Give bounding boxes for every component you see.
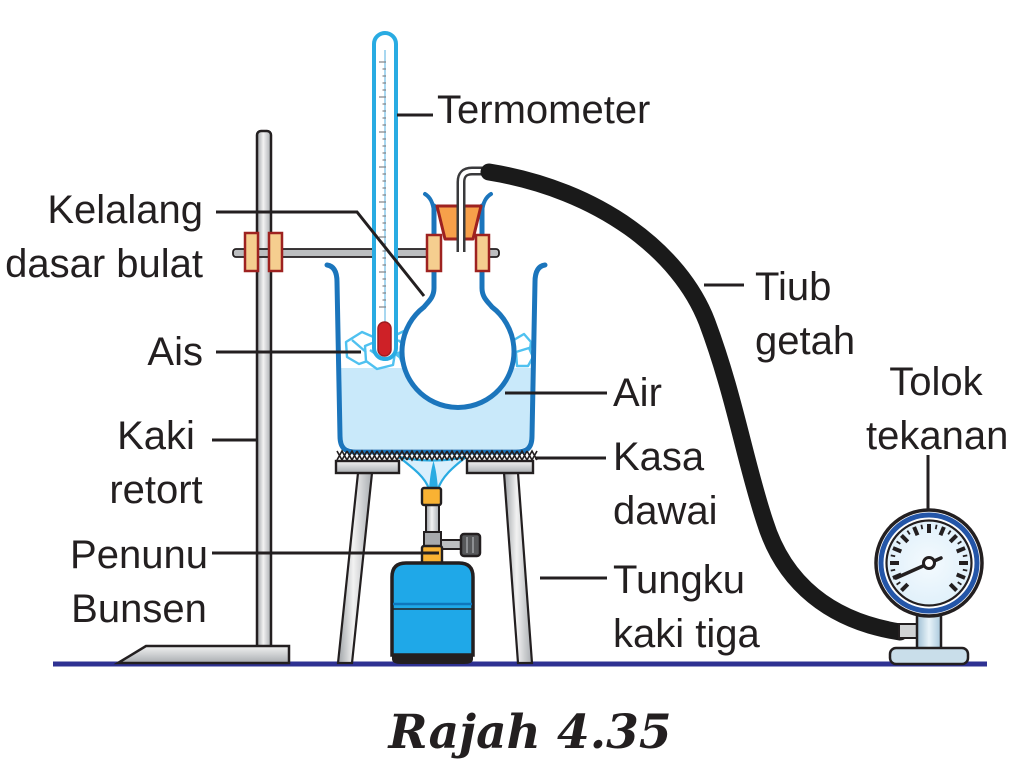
gauge-ticks — [890, 524, 968, 592]
wire-gauze — [336, 449, 538, 462]
round-bottom-flask — [399, 203, 517, 410]
label-air: Air — [613, 371, 662, 415]
beaker-assembly — [324, 192, 548, 455]
figure-caption: Rajah 4.35 — [388, 705, 672, 760]
burner-nozzle — [420, 486, 443, 507]
pressure-gauge — [874, 508, 984, 666]
label-ais: Ais — [147, 330, 203, 374]
clamp-jaw-right — [474, 233, 491, 273]
label-tolok-tekanan: Tolok tekanan — [866, 360, 1009, 458]
rubber-tube — [480, 163, 909, 641]
thermometer — [372, 31, 398, 361]
clamp-jaw-left — [425, 233, 443, 273]
valve-knob — [459, 532, 482, 558]
leader-lines — [212, 113, 930, 580]
bunsen-burner — [390, 486, 482, 664]
flask-neck-fittings — [425, 166, 491, 273]
burner-barrel — [425, 503, 440, 534]
bunsen-flame — [398, 455, 467, 491]
label-termometer: Termometer — [437, 88, 651, 132]
clamp-boss-right — [267, 231, 284, 273]
clamp-boss-left — [243, 231, 260, 273]
leader-kelalang — [216, 210, 426, 297]
thermometer-bulb — [377, 321, 392, 357]
label-penunu-bunsen: Penunu Bunsen — [70, 533, 208, 631]
label-tiub-getah: Tiub getah — [755, 265, 856, 363]
cylinder-base-rim — [392, 655, 473, 664]
label-kelalang-dasar-bulat: Kelalang dasar bulat — [5, 188, 203, 286]
gauge-hub — [922, 556, 936, 570]
thermometer-scale — [379, 61, 386, 308]
gauge-base — [888, 646, 970, 666]
tripod-stand — [334, 459, 535, 665]
label-kasa-dawai: Kasa dawai — [613, 435, 718, 533]
retort-base — [113, 644, 291, 665]
label-kaki-retort: Kaki retort — [109, 414, 203, 512]
label-tungku-kaki-tiga: Tungku kaki tiga — [613, 558, 760, 656]
